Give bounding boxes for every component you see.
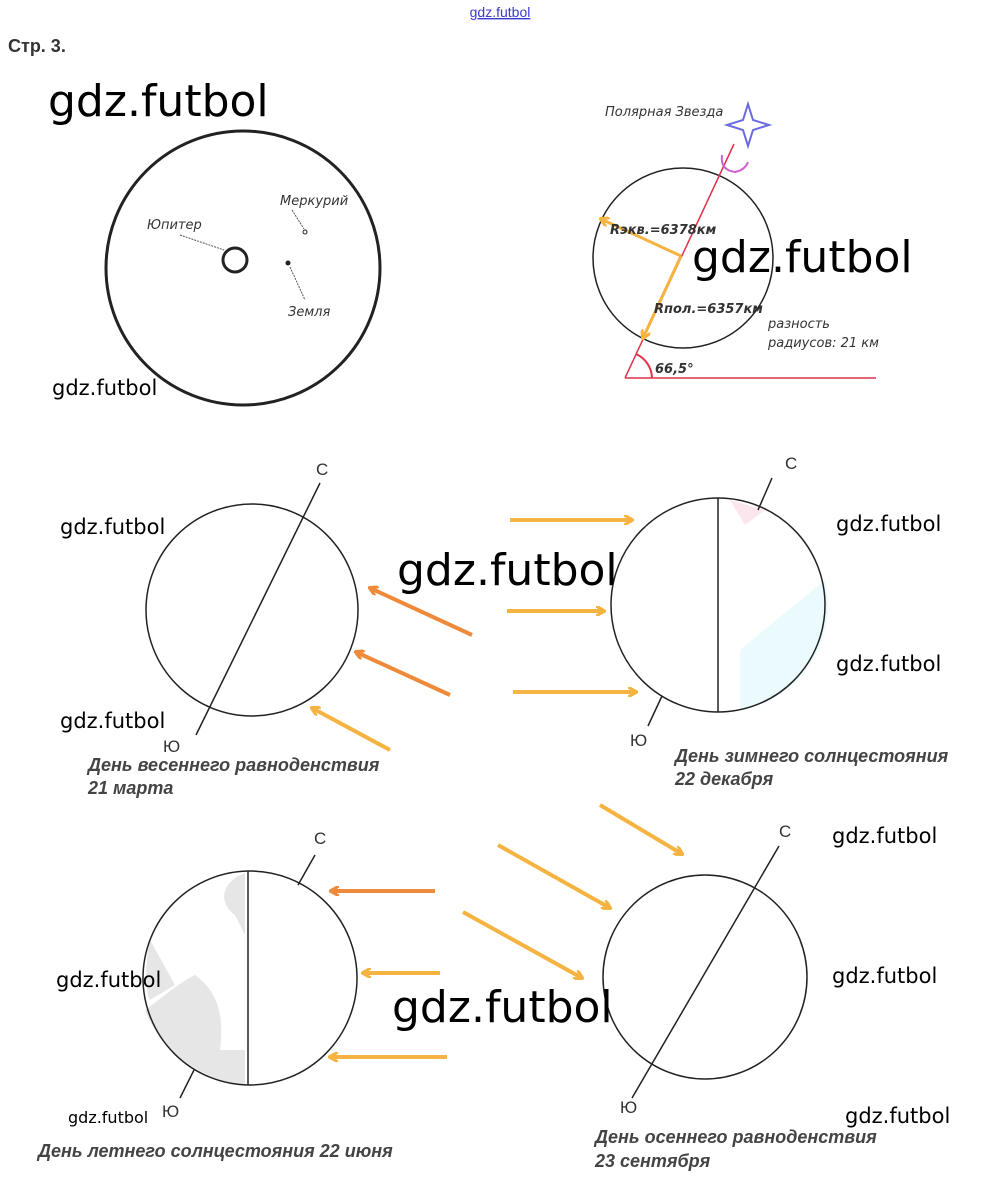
watermarks: gdz.futbol gdz.futbol gdz.futbol gdz.fut… — [48, 76, 950, 1128]
spring-equinox-diagram: С Ю День весеннего равноденствия 21 март… — [86, 460, 380, 798]
angle-arc — [635, 353, 653, 379]
north-label: С — [314, 829, 326, 848]
winter-solstice-diagram: С Ю День зимнего солнцестояния 22 декабр… — [610, 454, 949, 789]
mercury-mark — [302, 229, 308, 235]
axis-line — [631, 845, 780, 1099]
north-label: С — [779, 822, 791, 841]
season-date: 23 сентября — [594, 1151, 711, 1171]
earth-mark — [285, 260, 291, 266]
watermark: gdz.futbol — [60, 515, 165, 539]
summer-solstice-diagram: С Ю День летнего солнцестояния 22 июня — [36, 829, 393, 1161]
south-label: Ю — [163, 737, 180, 756]
south-label: Ю — [620, 1098, 637, 1117]
earth-axis-diagram: Полярная Звезда Rэкв.=6378км Rпол.=6357к… — [592, 100, 879, 379]
watermark: gdz.futbol — [60, 709, 165, 733]
rotation-arrow-icon — [720, 154, 749, 174]
south-label: Ю — [162, 1102, 179, 1121]
jupiter-mark — [221, 246, 249, 274]
season-title: День летнего солнцестояния 22 июня — [36, 1141, 393, 1161]
earth-circle — [592, 167, 774, 349]
season-date: 22 декабря — [674, 769, 774, 789]
star-icon — [723, 100, 773, 150]
jupiter-label: Юпитер — [147, 218, 202, 233]
axis-line — [195, 482, 321, 736]
solar-system-diagram: Юпитер Меркурий Земля — [104, 129, 382, 407]
watermark: gdz.futbol — [692, 232, 913, 283]
difference-label-1: разность — [767, 317, 830, 332]
watermark: gdz.futbol — [836, 512, 941, 536]
season-title: День осеннего равноденствия — [593, 1127, 877, 1147]
equatorial-radius-label: Rэкв.=6378км — [610, 223, 717, 238]
ray-arrow — [356, 652, 451, 697]
ray-arrow — [598, 803, 682, 854]
site-link[interactable]: gdz.futbol — [470, 4, 531, 20]
equatorial-radius-arrow — [601, 219, 682, 258]
difference-label-2: радиусов: 21 км — [767, 336, 879, 351]
ray-arrow — [370, 588, 473, 637]
ray-arrow — [497, 843, 610, 908]
watermark: gdz.futbol — [52, 376, 157, 400]
watermark: gdz.futbol — [392, 982, 613, 1033]
ray-arrow — [462, 910, 582, 978]
ray-arrow — [312, 708, 391, 752]
polar-radius-arrow — [643, 255, 683, 338]
watermark: gdz.futbol — [56, 968, 161, 992]
page-label: Стр. 3. — [8, 36, 66, 56]
angle-label: 66,5° — [655, 362, 694, 377]
orbit-circle — [104, 129, 382, 407]
watermark: gdz.futbol — [845, 1104, 950, 1128]
watermark: gdz.futbol — [832, 824, 937, 848]
sun-ray-arrows — [312, 520, 682, 1057]
watermark: gdz.futbol — [397, 545, 618, 596]
north-label: С — [316, 460, 328, 479]
season-title: День зимнего солнцестояния — [673, 746, 949, 766]
earth-label: Земля — [288, 305, 330, 320]
mercury-label: Меркурий — [280, 194, 348, 209]
season-title: День весеннего равноденствия — [86, 755, 380, 775]
polar-star-label: Полярная Звезда — [605, 105, 723, 120]
watermark: gdz.futbol — [832, 964, 937, 988]
autumn-equinox-diagram: С Ю День осеннего равноденствия 23 сентя… — [593, 822, 877, 1171]
south-label: Ю — [630, 731, 647, 750]
season-date: 21 марта — [87, 778, 173, 798]
watermark: gdz.futbol — [48, 76, 269, 127]
watermark: gdz.futbol — [836, 652, 941, 676]
polar-radius-label: Rпол.=6357км — [654, 302, 763, 317]
north-label: С — [785, 454, 797, 473]
watermark: gdz.futbol — [68, 1108, 148, 1127]
